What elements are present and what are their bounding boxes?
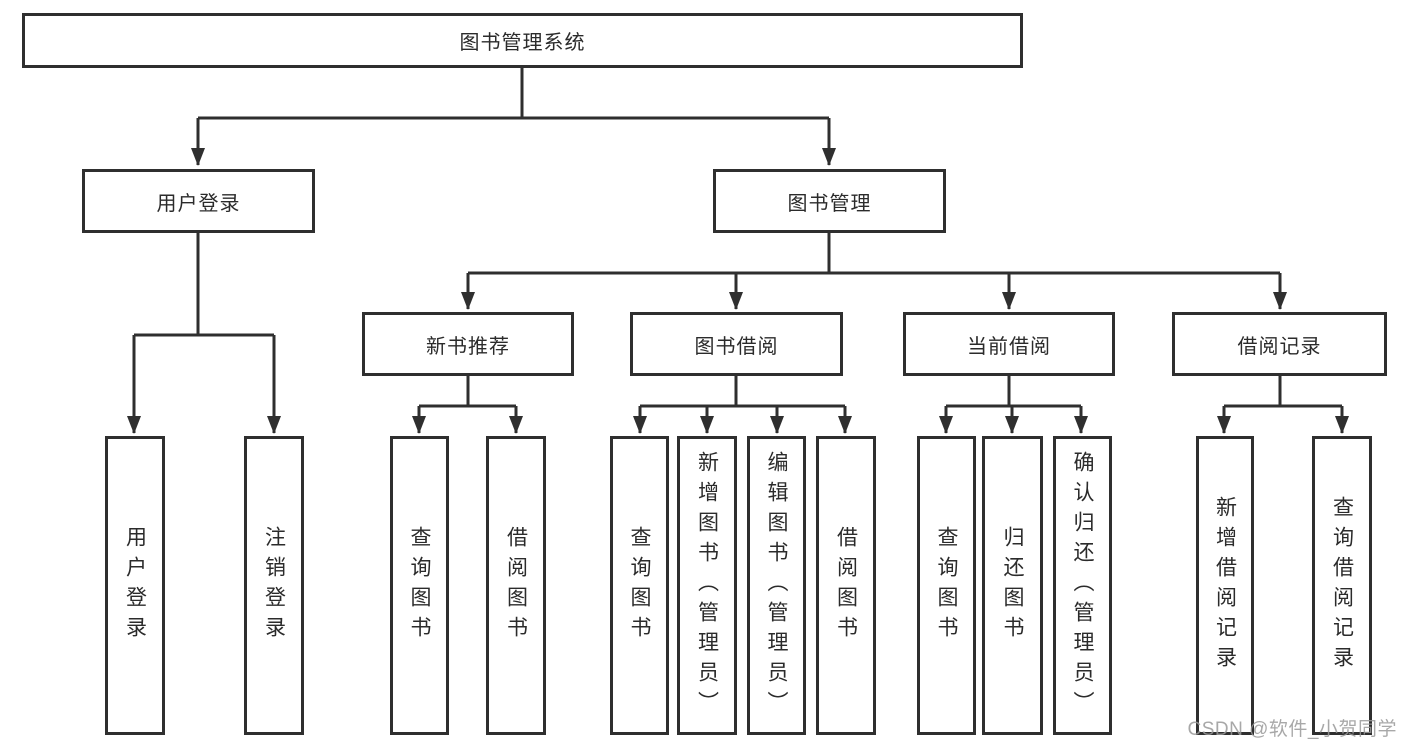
node-current-borrow: 当前借阅 [903, 312, 1115, 376]
node-label: 查询图书 [935, 525, 958, 646]
node-leaf-return-book: 归还图书 [982, 436, 1043, 735]
node-user-login: 用户登录 [82, 169, 315, 233]
node-leaf-query-book-recommend: 查询图书 [390, 436, 449, 735]
node-book-borrow: 图书借阅 [630, 312, 843, 376]
node-label: 用户登录 [123, 525, 147, 646]
node-label: 确认归还（管理员） [1071, 450, 1094, 721]
node-label: 借阅图书 [834, 525, 858, 646]
node-leaf-borrow-book: 借阅图书 [816, 436, 876, 735]
node-leaf-confirm-return-admin: 确认归还（管理员） [1053, 436, 1112, 735]
node-label: 编辑图书（管理员） [765, 450, 788, 721]
node-book-management: 图书管理 [713, 169, 946, 233]
node-label: 查询借阅记录 [1330, 495, 1354, 676]
csdn-watermark: CSDN @软件_小贺同学 [1187, 719, 1397, 740]
node-leaf-query-book-borrow: 查询图书 [610, 436, 669, 735]
node-leaf-query-borrow-record: 查询借阅记录 [1312, 436, 1372, 735]
node-leaf-user-login: 用户登录 [105, 436, 165, 735]
node-leaf-edit-book-admin: 编辑图书（管理员） [747, 436, 806, 735]
node-leaf-query-book-current: 查询图书 [917, 436, 976, 735]
node-root-library-system: 图书管理系统 [22, 13, 1023, 68]
node-leaf-borrow-book-recommend: 借阅图书 [486, 436, 546, 735]
node-new-book-recommend: 新书推荐 [362, 312, 574, 376]
node-leaf-logout: 注销登录 [244, 436, 304, 735]
node-label: 注销登录 [262, 525, 286, 646]
node-borrow-record: 借阅记录 [1172, 312, 1387, 376]
node-label: 归还图书 [1001, 525, 1024, 646]
node-label: 新增借阅记录 [1213, 495, 1237, 676]
node-label: 查询图书 [628, 525, 651, 646]
node-label: 查询图书 [408, 525, 431, 646]
node-label: 新增图书（管理员） [695, 450, 719, 721]
node-leaf-add-borrow-record: 新增借阅记录 [1196, 436, 1254, 735]
node-label: 借阅图书 [504, 525, 528, 646]
node-leaf-add-book-admin: 新增图书（管理员） [677, 436, 737, 735]
